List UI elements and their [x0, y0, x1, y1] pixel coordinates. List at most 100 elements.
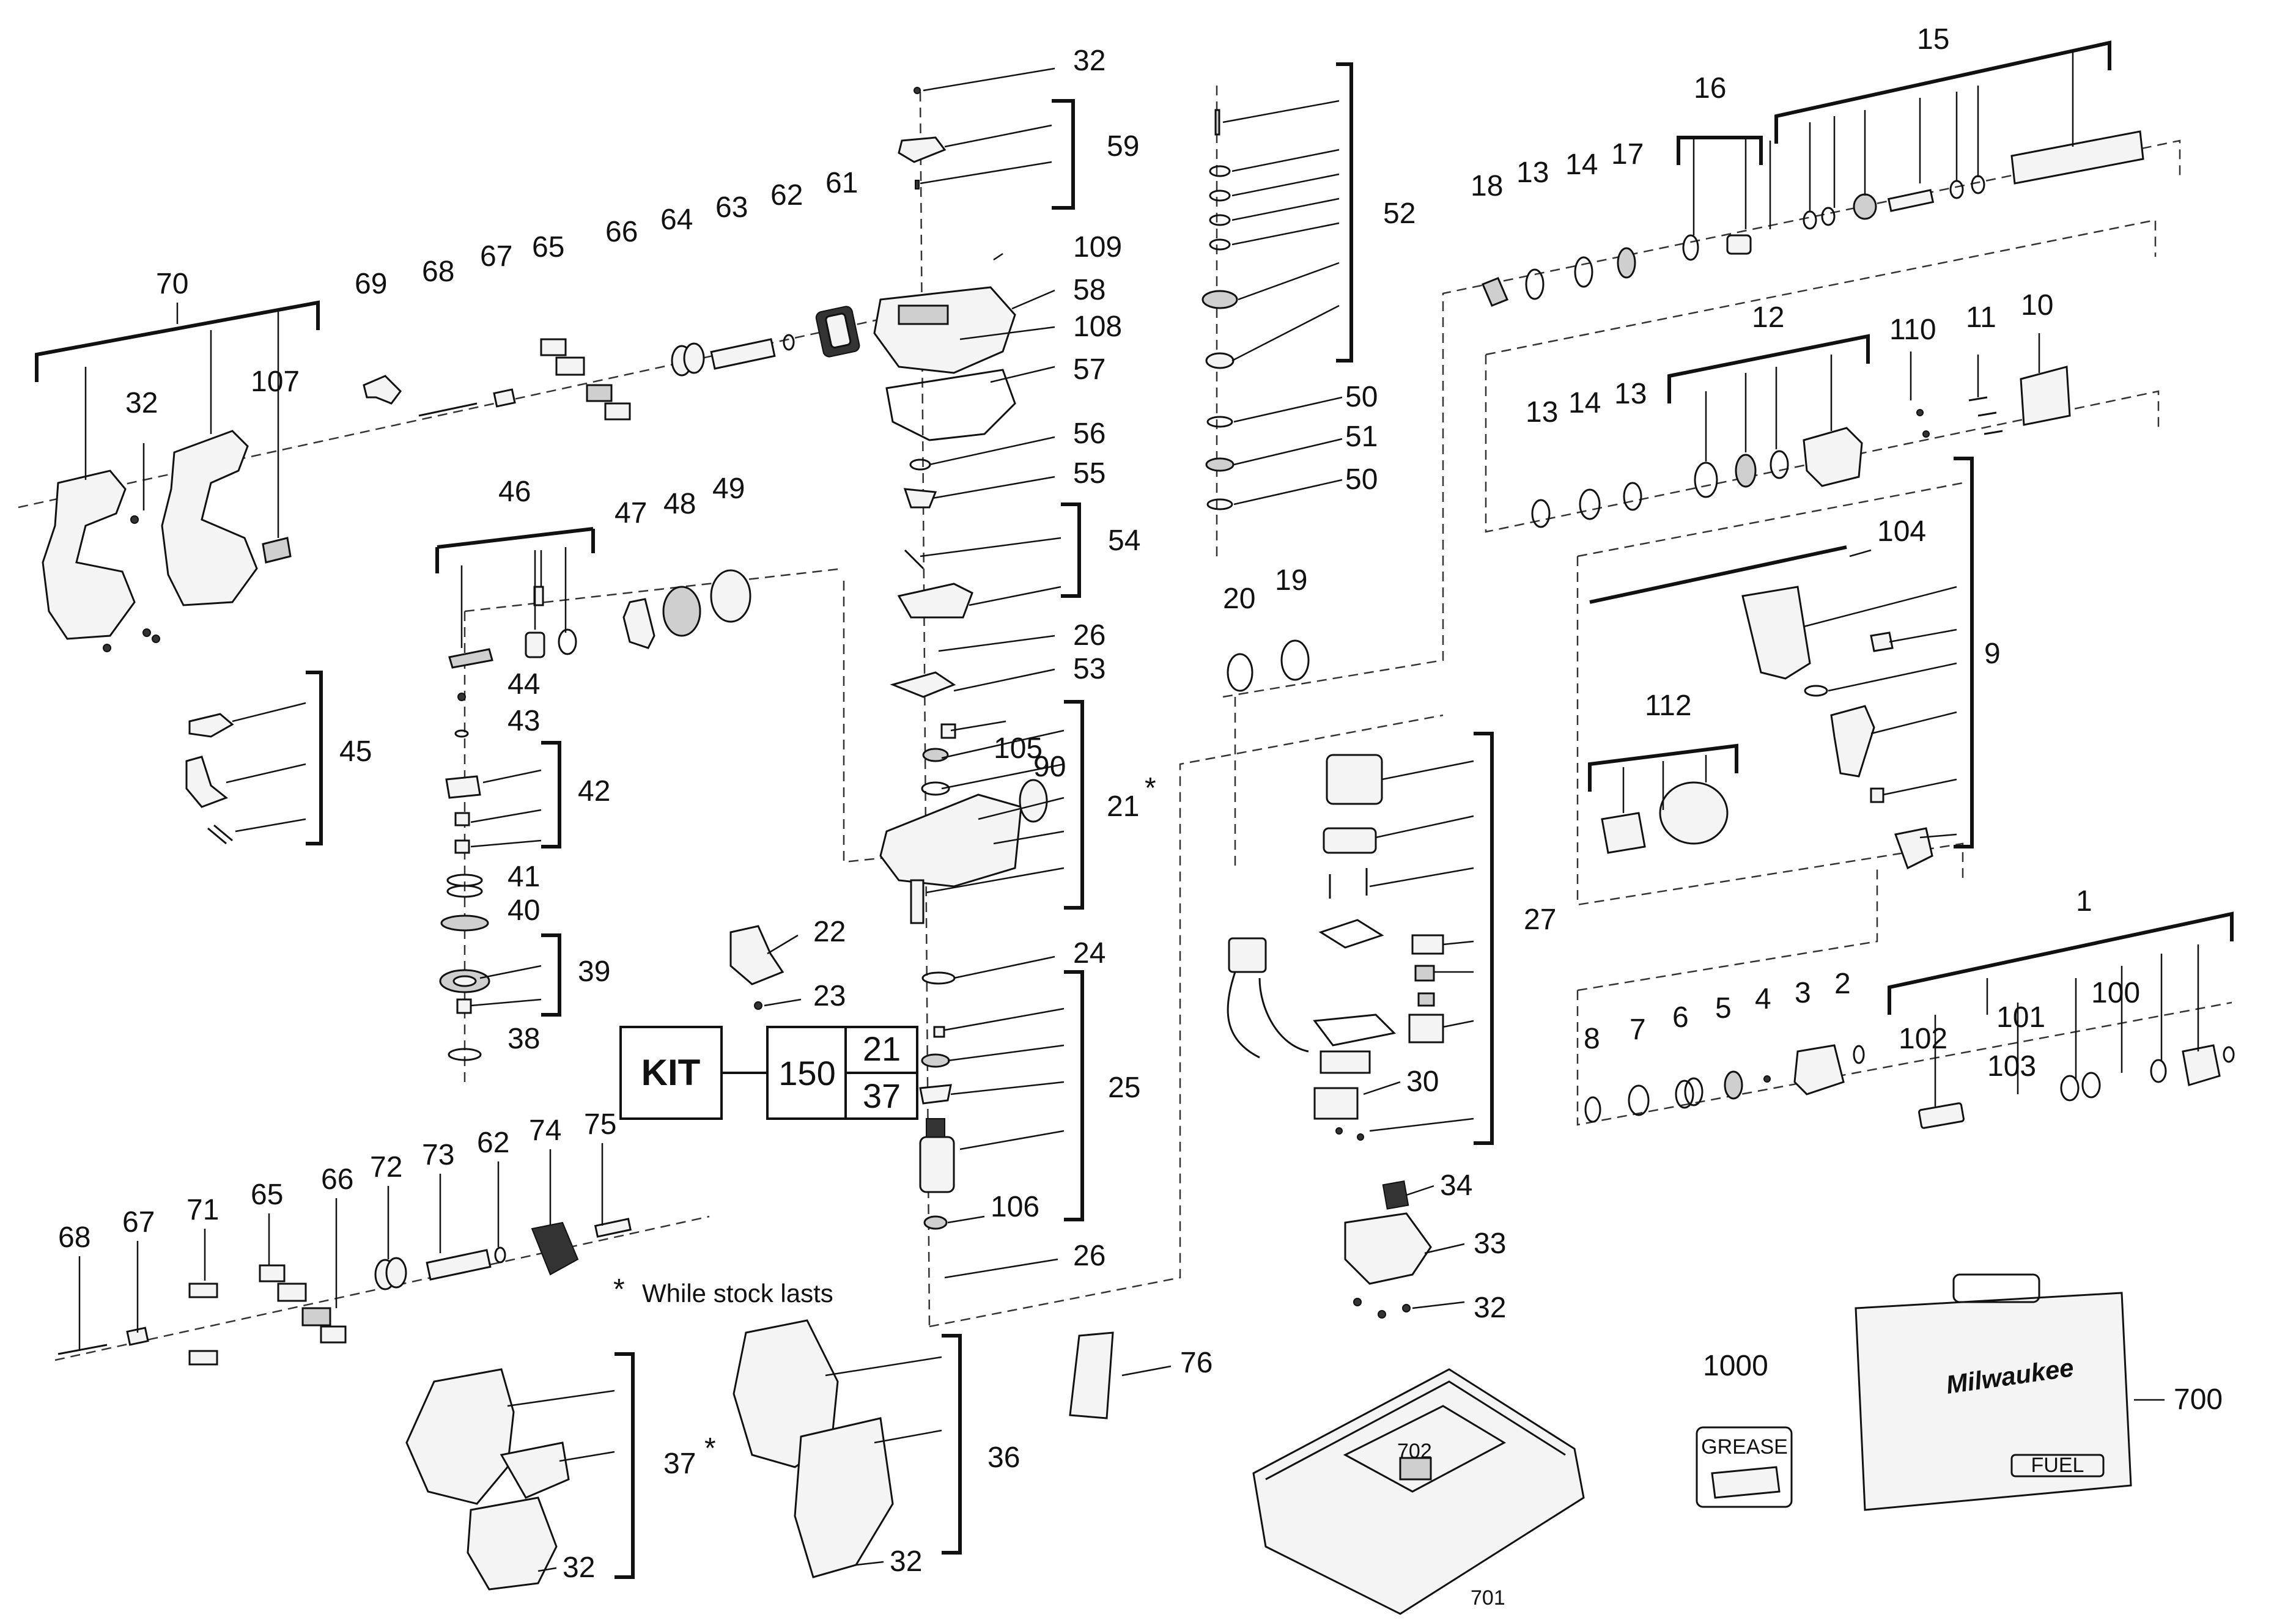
part-label: 106 [991, 1191, 1039, 1223]
part-label: 104 [1877, 515, 1926, 548]
part-label: 37 [663, 1448, 696, 1480]
part-label: 32 [890, 1545, 922, 1578]
part-label: 1000 [1703, 1350, 1768, 1382]
part-label: 66 [605, 216, 638, 248]
part-label: 103 [1987, 1050, 2036, 1083]
part-label: 8 [1584, 1023, 1600, 1055]
kit-number: 150 [778, 1054, 835, 1092]
part-label: 65 [532, 231, 564, 263]
part-label: 65 [251, 1179, 283, 1211]
kit-asterisk: * [1145, 772, 1156, 804]
part-label: 18 [1471, 170, 1503, 202]
part-label: 14 [1565, 149, 1598, 181]
part-label: 6 [1672, 1001, 1689, 1034]
part-label: 76 [1180, 1347, 1213, 1379]
part-label: 107 [251, 366, 300, 398]
part-label: 12 [1752, 301, 1784, 334]
part-label: 105 [994, 732, 1043, 765]
part-label: 19 [1275, 564, 1307, 597]
part-label: 14 [1568, 387, 1601, 419]
lower-shaft-parts [57, 1218, 632, 1366]
case-701 [1252, 1368, 1585, 1615]
part-label: 25 [1108, 1072, 1140, 1104]
leader-lines [84, 52, 2199, 1401]
part-label: 38 [508, 1023, 540, 1055]
gear-group-46-49 [448, 569, 751, 669]
part-label: 75 [584, 1108, 616, 1141]
carrying-case-700: Milwaukee FUEL [1855, 1273, 2132, 1511]
part-label: 90 [1033, 751, 1066, 783]
part-label: 67 [480, 240, 512, 273]
part-label: 23 [813, 980, 846, 1012]
kit-asterisk: * [704, 1432, 716, 1465]
lower-leader-lines [78, 1143, 942, 1572]
part-label: 46 [498, 476, 531, 508]
footnote-text: While stock lasts [642, 1279, 833, 1308]
part-label: 68 [58, 1221, 90, 1254]
kit-title: KIT [641, 1052, 701, 1093]
spindle-row-1-8 [1584, 1044, 2235, 1129]
handle-housing-assembly [42, 430, 292, 652]
part-label: 110 [1889, 314, 1936, 346]
part-label: 61 [825, 167, 858, 199]
part-label: 21 [1107, 790, 1139, 823]
part-label: 43 [508, 705, 540, 737]
part-label: 66 [321, 1163, 353, 1196]
part-label: 702 [1397, 1440, 1432, 1463]
upper-shaft-parts [363, 306, 860, 421]
spindle-row-15-18 [1482, 130, 2144, 307]
part-label: 26 [1073, 619, 1106, 652]
part-label: 36 [987, 1441, 1020, 1474]
part-label: 7 [1630, 1014, 1646, 1046]
part-label: 30 [1406, 1065, 1439, 1098]
gear-row-10-14 [1531, 366, 2071, 528]
grease-label: GREASE [1701, 1435, 1788, 1459]
part-label: 13 [1614, 378, 1647, 410]
part-label: 2 [1834, 968, 1851, 1000]
part-label: 51 [1345, 421, 1378, 453]
part-label: 73 [422, 1139, 454, 1171]
part-label: 67 [122, 1206, 155, 1238]
part-label: 48 [663, 488, 696, 520]
part-label: 20 [1223, 583, 1255, 615]
label-plate-76 [1069, 1331, 1114, 1419]
part-label: 55 [1073, 457, 1106, 490]
part-label: 5 [1715, 992, 1732, 1025]
part-label: 62 [770, 179, 803, 212]
part-label: 101 [1996, 1001, 2045, 1034]
part-label: 58 [1073, 274, 1106, 306]
part-label: 10 [2021, 289, 2053, 322]
motor-electronics-27 [1227, 754, 1444, 1141]
part-label: 26 [1073, 1240, 1106, 1272]
part-label: 47 [615, 497, 647, 529]
part-label: 3 [1795, 977, 1811, 1009]
part-label: 63 [715, 191, 748, 224]
side-handle-group-9 [1589, 545, 1933, 870]
part-label: 53 [1073, 653, 1106, 685]
footnote-symbol: * [613, 1273, 625, 1306]
part-label: 13 [1516, 156, 1549, 189]
part-label: 71 [186, 1194, 219, 1226]
part-label: 17 [1611, 138, 1644, 171]
part-label: 112 [1645, 690, 1692, 722]
part-label: 64 [660, 204, 693, 236]
part-label: 13 [1526, 396, 1558, 429]
part-label: 62 [477, 1127, 509, 1159]
center-column-parts [439, 693, 490, 1061]
battery-guard-33-34 [1344, 1180, 1432, 1319]
part-label: 56 [1073, 418, 1106, 450]
part-label: 22 [813, 916, 846, 948]
part-label: 54 [1108, 524, 1140, 557]
part-label: 50 [1345, 463, 1378, 496]
part-label: 50 [1345, 381, 1378, 413]
part-label: 42 [578, 775, 610, 808]
part-label: 9 [1984, 638, 2001, 670]
part-label: 700 [2174, 1383, 2223, 1416]
part-label: 52 [1383, 197, 1416, 230]
part-label: 74 [529, 1114, 561, 1147]
part-label: 40 [508, 894, 540, 927]
part-label: 16 [1694, 72, 1726, 105]
part-label: 59 [1107, 130, 1139, 163]
part-label: 68 [422, 256, 454, 288]
